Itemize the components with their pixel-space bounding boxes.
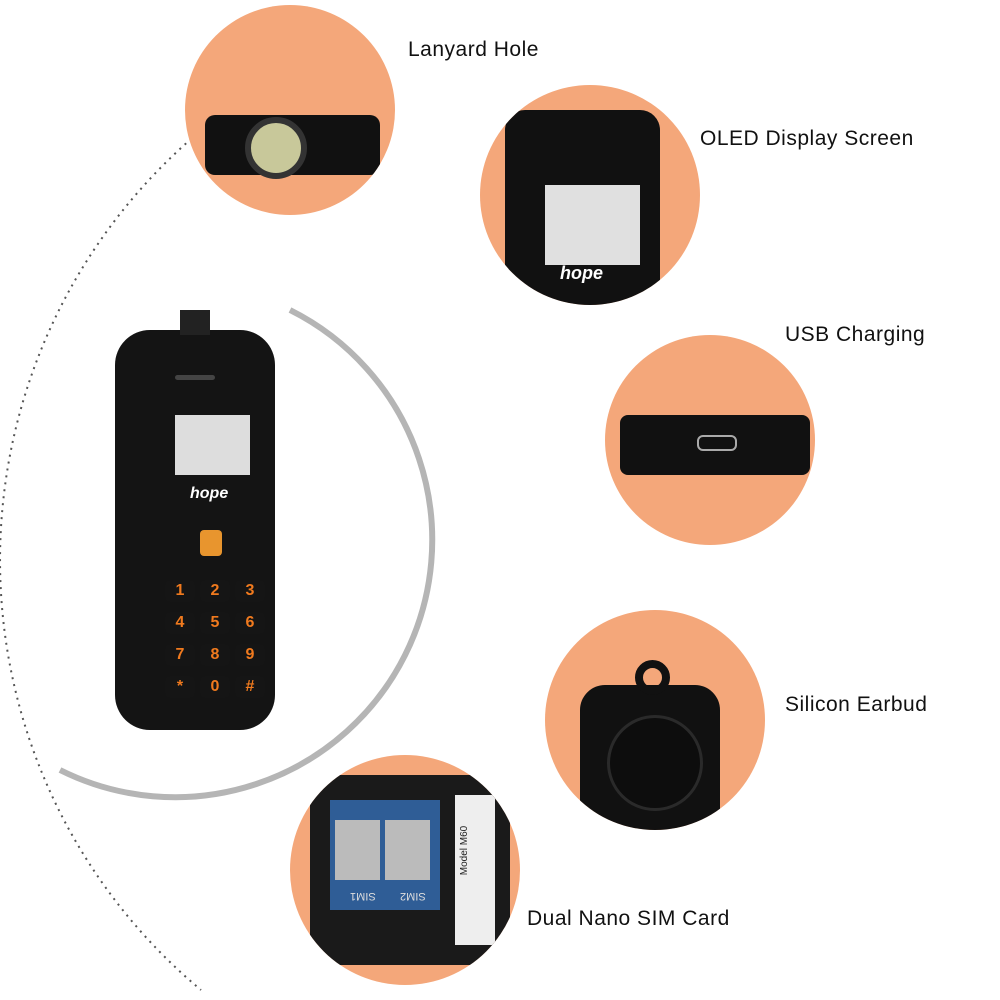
usb-charging-circle [605, 335, 815, 545]
sim1-label: SIM1 [350, 890, 376, 902]
nav-key [200, 530, 222, 556]
phone-logo: hope [190, 485, 229, 502]
gray-arc [58, 307, 436, 801]
feature-label-usb: USB Charging [785, 323, 926, 346]
dual-sim-circle: SIM1 SIM2 Model M60 [290, 755, 520, 985]
keypad-key: 1 [165, 580, 195, 602]
keypad-key: 8 [200, 644, 230, 666]
silicon-earbud-circle [545, 610, 765, 830]
keypad-key: 6 [235, 612, 265, 634]
keypad-key: 0 [200, 676, 230, 698]
keypad-key: 2 [200, 580, 230, 602]
model-label: Model M60 [459, 825, 471, 876]
keypad-key: 7 [165, 644, 195, 666]
keypad-key: 3 [235, 580, 265, 602]
oled-screen-circle: hope [480, 85, 700, 305]
feature-label-earbud: Silicon Earbud [785, 693, 928, 716]
feature-label-lanyard: Lanyard Hole [408, 38, 539, 61]
keypad-key: 9 [235, 644, 265, 666]
lanyard-hole-circle [185, 5, 395, 215]
keypad-key: 4 [165, 612, 195, 634]
keypad-key: * [165, 676, 195, 698]
feature-label-oled: OLED Display Screen [700, 127, 914, 150]
sim2-label: SIM2 [400, 890, 426, 902]
brand-logo: hope [560, 263, 603, 283]
feature-label-sim: Dual Nano SIM Card [527, 907, 730, 930]
keypad-key: 5 [200, 612, 230, 634]
keypad-key: # [235, 676, 265, 698]
